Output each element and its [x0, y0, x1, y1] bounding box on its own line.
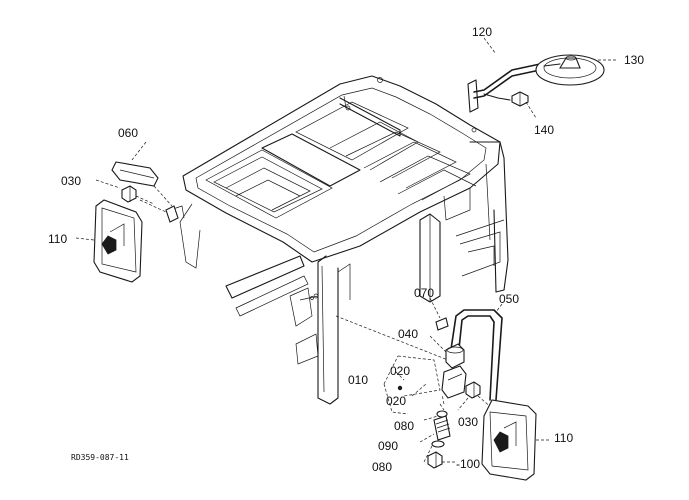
label-030-left: 030 — [61, 174, 81, 188]
label-090: 090 — [378, 439, 398, 453]
spring — [433, 415, 451, 441]
label-050: 050 — [499, 292, 519, 306]
label-030-right: 030 — [458, 415, 478, 429]
callout-labels: 120 130 140 060 030 110 070 050 040 020 … — [48, 25, 644, 474]
label-130: 130 — [624, 53, 644, 67]
label-020-top: 020 — [390, 364, 410, 378]
nut — [427, 451, 443, 469]
canopy-frame — [169, 75, 509, 405]
square-mirror — [93, 199, 143, 283]
round-mirror — [535, 54, 605, 86]
reference-code: RD359-087-11 — [71, 453, 129, 462]
label-080-bottom: 080 — [372, 460, 392, 474]
washer-lower — [431, 440, 445, 448]
label-110-right: 110 — [554, 431, 573, 445]
collar — [445, 343, 465, 369]
label-040: 040 — [398, 327, 418, 341]
label-020-bottom: 020 — [386, 394, 406, 408]
label-140: 140 — [534, 123, 554, 137]
label-120: 120 — [472, 25, 492, 39]
label-110-left: 110 — [48, 232, 67, 246]
rear-mirror-assembly — [467, 37, 618, 119]
label-080-top: 080 — [394, 419, 414, 433]
mirror-stay-u — [449, 309, 503, 401]
pin — [435, 317, 449, 331]
bolt — [121, 185, 137, 203]
label-070: 070 — [414, 286, 434, 300]
label-010: 010 — [348, 373, 368, 387]
square-mirror-right — [481, 399, 537, 481]
left-mirror-assembly — [75, 141, 179, 283]
stay-bracket — [467, 79, 479, 113]
bracket — [441, 365, 467, 399]
right-mirror-assembly — [335, 297, 550, 481]
label-100: -100 — [456, 457, 480, 471]
mirror-stay-bar — [111, 161, 159, 187]
label-060: 060 — [118, 126, 138, 140]
